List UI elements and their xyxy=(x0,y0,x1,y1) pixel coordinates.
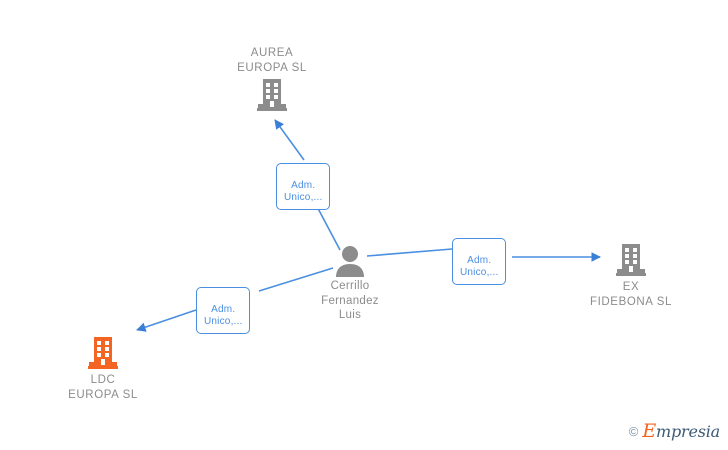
edge-label-adm-unico-ldc[interactable]: Adm. Unico,... xyxy=(196,287,251,334)
copyright-icon: © xyxy=(628,424,639,439)
edge-label-text: Adm. Unico,... xyxy=(460,254,499,279)
company-building-icon xyxy=(611,240,651,280)
edge-label-text: Adm. Unico,... xyxy=(204,303,243,328)
brand-rest: mpresia xyxy=(656,422,720,441)
brand-wordmark: Empresia xyxy=(642,420,720,442)
edge-label-adm-unico-aurea[interactable]: Adm. Unico,... xyxy=(276,163,331,210)
person-icon xyxy=(332,245,368,279)
graph-node-aurea[interactable]: AUREA EUROPA SL xyxy=(192,46,352,115)
edge-label-text: Adm. Unico,... xyxy=(284,179,323,204)
edge-line-person-to-ldc-label xyxy=(258,267,334,292)
graph-node-person[interactable]: Cerrillo Fernandez Luis xyxy=(270,245,430,323)
edge-line-ldc-label-to-ldc xyxy=(136,309,197,332)
graph-node-ldc[interactable]: LDC EUROPA SL xyxy=(23,333,183,402)
graph-node-label: LDC EUROPA SL xyxy=(68,374,138,401)
graph-node-label: Cerrillo Fernandez Luis xyxy=(321,280,379,321)
edge-line-person-to-exfidebona-label xyxy=(366,248,453,257)
edge-label-adm-unico-ex-fidebona[interactable]: Adm. Unico,... xyxy=(452,238,507,285)
brand-initial: E xyxy=(642,420,656,442)
graph-node-label: AUREA EUROPA SL xyxy=(237,47,307,74)
company-building-icon xyxy=(252,75,292,115)
graph-node-ex-fidebona[interactable]: EX FIDEBONA SL xyxy=(551,240,711,309)
edge-line-aurea-label-to-aurea xyxy=(274,119,305,161)
empresia-watermark: © Empresia xyxy=(628,420,720,442)
graph-node-label: EX FIDEBONA SL xyxy=(589,281,672,308)
company-building-icon xyxy=(83,333,123,373)
